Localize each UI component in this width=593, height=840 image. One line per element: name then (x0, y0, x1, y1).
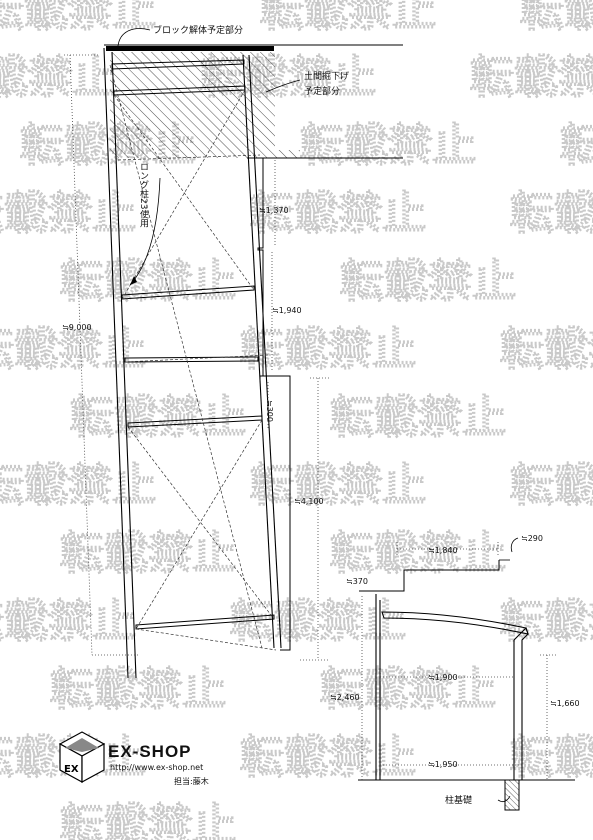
watermark-text: 転載禁止 (500, 324, 593, 375)
svg-text:EX: EX (64, 764, 79, 775)
dim-mid-width: ≒1,900 (428, 673, 458, 682)
main-elevation (64, 28, 403, 679)
watermark-text: 転載禁止 (510, 460, 593, 511)
watermark-text: 転載禁止 (470, 52, 593, 103)
dim-step1: ≒1,370 (259, 206, 289, 215)
exshop-logo-icon: EX (58, 731, 106, 784)
watermark-text: 転載禁止 (70, 392, 246, 443)
label-long-pillar: ロング柱23使用 (138, 162, 149, 228)
dim-step2: ≒1,940 (272, 306, 302, 315)
watermark-text: 転載禁止 (240, 732, 416, 783)
dim-lower-height: ≒4,100 (294, 497, 324, 506)
dim-side-height: ≒2,460 (330, 693, 360, 702)
watermark-text: 転載禁止 (300, 120, 476, 171)
watermark-text: 転載禁止 (0, 460, 156, 511)
watermark-text: 転載禁止 (0, 0, 156, 36)
side-section (358, 537, 575, 811)
brand-url[interactable]: http://www.ex-shop.net (110, 763, 203, 772)
watermark-text: 転載禁止 (330, 392, 506, 443)
dim-top-overhang: ≒290 (521, 534, 543, 543)
dim-bottom-width: ≒1,950 (428, 760, 458, 769)
dim-right-height: ≒1,660 (550, 699, 580, 708)
brand-logo-text: EX-SHOP (108, 742, 192, 761)
label-column-foundation: 柱基礎 (445, 794, 472, 806)
dim-top-width: ≒1,840 (428, 546, 458, 555)
watermark-text: 転載禁止 (520, 0, 593, 36)
excavation-hatch (110, 52, 300, 158)
brand-staff: 担当:藤木 (174, 776, 209, 786)
watermark-text: 転載禁止 (0, 188, 136, 239)
label-excavation-1: 土間掘下げ (304, 70, 349, 82)
watermark-text: 転載禁止 (0, 52, 116, 103)
watermark-text: 転載禁止 (60, 528, 236, 579)
dim-step3: ≒300 (265, 400, 274, 422)
label-block-demolition: ブロック解体予定部分 (153, 24, 243, 36)
watermark-text: 転載禁止 (50, 664, 226, 715)
watermark-text: 転載禁止 (560, 120, 593, 171)
watermark-text: 転載禁止 (510, 732, 593, 783)
watermark-text: 転載禁止 (260, 0, 436, 36)
watermark-text: 転載禁止 (240, 324, 416, 375)
label-excavation-2: 予定部分 (304, 85, 340, 97)
watermark-text: 転載禁止 (320, 664, 496, 715)
watermark-text: 転載禁止 (250, 460, 426, 511)
watermark-text: 転載禁止 (60, 256, 236, 307)
watermark-text: 転載禁止 (510, 188, 593, 239)
watermark-text: 転載禁止 (340, 256, 516, 307)
watermark-text: 転載禁止 (250, 188, 426, 239)
dim-total-height: ≒9,000 (62, 323, 92, 332)
watermark-text: 転載禁止 (0, 596, 136, 647)
block-demolition-bar (106, 46, 274, 51)
column-foundation (504, 779, 520, 811)
dim-left-offset: ≒370 (346, 577, 368, 586)
watermark-text: 転載禁止 (60, 800, 236, 840)
watermark-text: 転載禁止 (0, 324, 146, 375)
